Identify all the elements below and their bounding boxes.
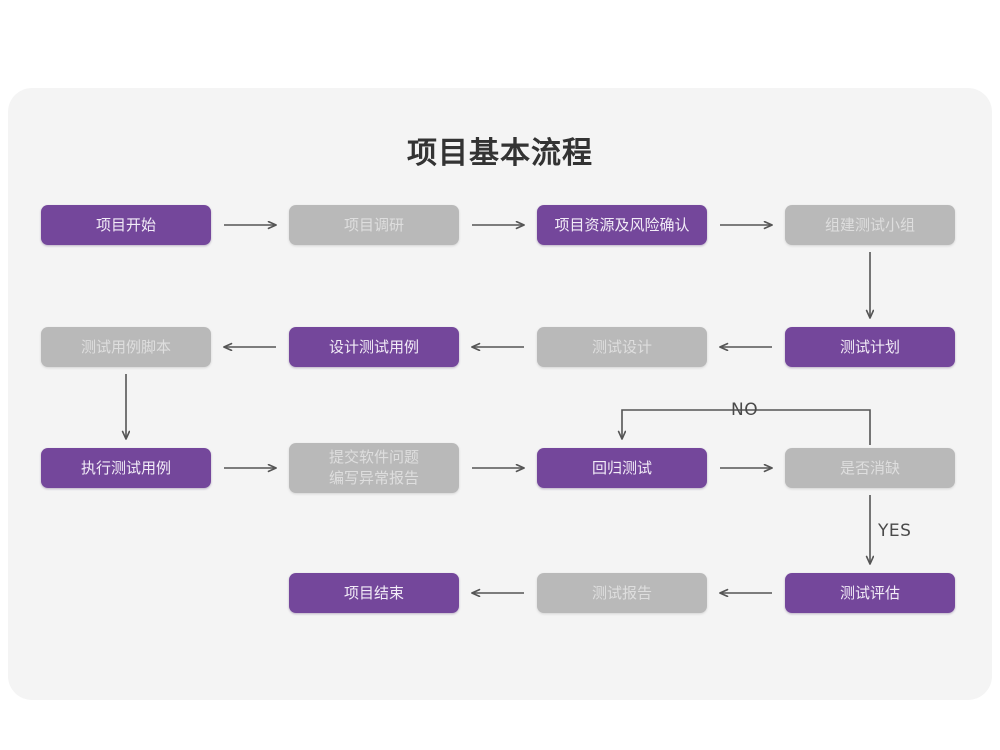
- node-test-plan[interactable]: 测试计划: [785, 327, 955, 367]
- node-regression-test[interactable]: 回归测试: [537, 448, 707, 488]
- node-project-start[interactable]: 项目开始: [41, 205, 211, 245]
- node-test-design[interactable]: 测试设计: [537, 327, 707, 367]
- node-execute-test-case[interactable]: 执行测试用例: [41, 448, 211, 488]
- page-title: 项目基本流程: [407, 136, 593, 171]
- node-test-evaluation[interactable]: 测试评估: [785, 573, 955, 613]
- edge-label-no: NO: [731, 400, 759, 420]
- node-project-end[interactable]: 项目结束: [289, 573, 459, 613]
- node-resource-risk-confirm[interactable]: 项目资源及风险确认: [537, 205, 707, 245]
- node-project-research[interactable]: 项目调研: [289, 205, 459, 245]
- node-test-case-script[interactable]: 测试用例脚本: [41, 327, 211, 367]
- node-submit-defect-report[interactable]: 提交软件问题 编写异常报告: [289, 443, 459, 493]
- node-test-report[interactable]: 测试报告: [537, 573, 707, 613]
- node-design-test-case[interactable]: 设计测试用例: [289, 327, 459, 367]
- node-build-test-team[interactable]: 组建测试小组: [785, 205, 955, 245]
- edge-label-yes: YES: [878, 521, 912, 541]
- node-defect-cleared-decision[interactable]: 是否消缺: [785, 448, 955, 488]
